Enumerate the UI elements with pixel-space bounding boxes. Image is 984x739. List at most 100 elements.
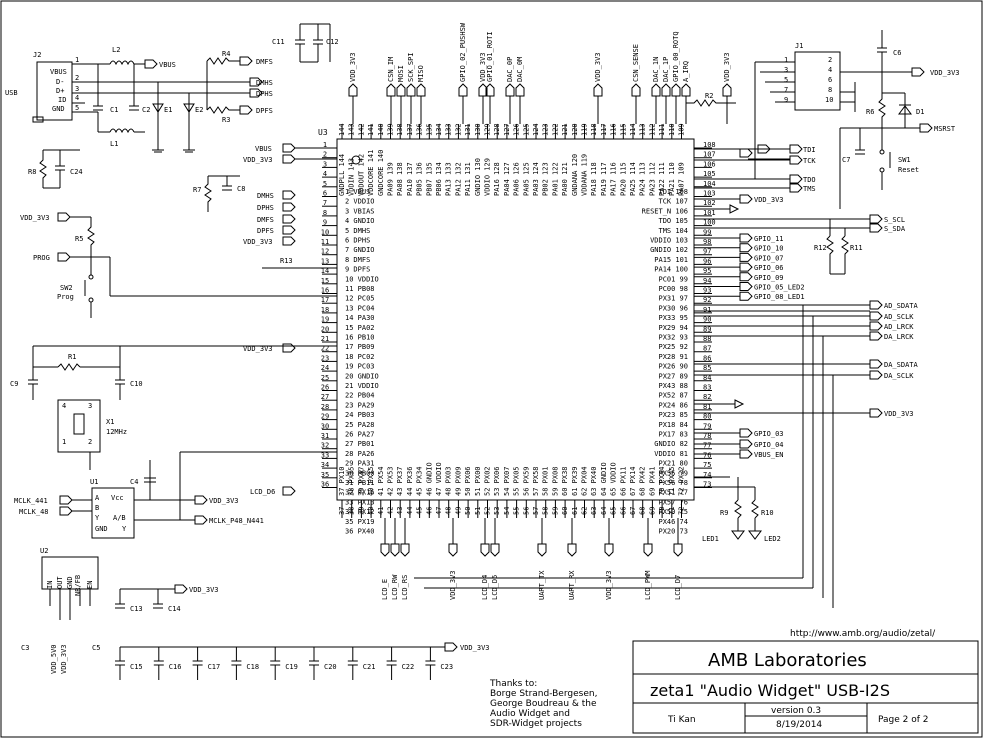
- svg-text:J1: J1: [795, 42, 803, 50]
- pin-name: 57 PX58: [532, 466, 540, 496]
- cap-label: C20: [324, 663, 337, 671]
- svg-text:C1: C1: [110, 106, 118, 114]
- svg-text:LCD_D6: LCD_D6: [250, 488, 275, 496]
- pin-number: 52: [484, 507, 492, 515]
- pin-number: 4: [323, 170, 327, 178]
- svg-text:Prog: Prog: [57, 293, 74, 301]
- svg-text:MCLK_48: MCLK_48: [19, 508, 49, 516]
- pin-number: 84: [703, 374, 711, 382]
- signal-label: VDD_3V3: [479, 52, 487, 82]
- pin-name: 49 PX09: [454, 466, 462, 496]
- pin-name: 17 PB09: [345, 343, 375, 351]
- svg-text:2: 2: [828, 56, 832, 64]
- gpio-label: GPIO_05_LED2: [754, 284, 805, 292]
- pin-name: 45 PX34: [416, 466, 424, 496]
- pin-number: 55: [513, 507, 521, 515]
- pin-name: PA05 125: [522, 162, 530, 196]
- date: 8/19/2014: [776, 720, 822, 730]
- pin-number: 45: [416, 507, 424, 515]
- pin-name: VDDIO 81: [654, 450, 688, 458]
- pin-number: 120: [571, 123, 579, 136]
- svg-text:U2: U2: [40, 547, 48, 555]
- pin-name: PX27 89: [658, 372, 688, 380]
- pin-name: PX30 96: [658, 304, 688, 312]
- pin-name: PX46 74: [658, 518, 688, 526]
- svg-text:C5: C5: [92, 644, 100, 652]
- svg-text:PROG: PROG: [33, 254, 50, 262]
- pin-number: 21: [321, 335, 329, 343]
- svg-text:B: B: [95, 504, 99, 512]
- svg-text:A: A: [95, 494, 100, 502]
- pin-number: 85: [703, 364, 711, 372]
- pin-number: 122: [551, 123, 559, 136]
- svg-text:C2: C2: [142, 106, 150, 114]
- pin-number: 142: [357, 123, 365, 136]
- pin-number: 117: [600, 123, 608, 136]
- usb-resistors: R4 DMFS DMHS DPHS R3 DPFS: [206, 50, 273, 124]
- pin-number: 105: [703, 170, 716, 178]
- company-name: AMB Laboratories: [708, 650, 867, 671]
- pin-number: 66: [619, 507, 627, 515]
- pin-name: PA09 139: [387, 162, 395, 196]
- pin-number: 54: [503, 507, 511, 515]
- cap-label: C15: [130, 663, 143, 671]
- pin-number: 103: [703, 190, 716, 198]
- pin-name: 68 PX42: [639, 466, 647, 496]
- pin-number: 69: [648, 507, 656, 515]
- pin-name: 19 PC03: [345, 363, 375, 371]
- title-block: AMB Laboratories zeta1 "Audio Widget" US…: [632, 640, 979, 734]
- signal-label: VDD_3V3: [723, 52, 731, 82]
- svg-text:OUT: OUT: [56, 576, 64, 589]
- pin-name: 3 VBIAS: [345, 207, 375, 215]
- pin-name: 18 PC02: [345, 353, 375, 361]
- pin-number: 30: [321, 422, 329, 430]
- pin-name: GNDIO 130: [474, 158, 482, 196]
- pin-name: PA17 116: [610, 162, 618, 196]
- svg-text:9: 9: [784, 96, 788, 104]
- svg-text:J2: J2: [33, 51, 41, 59]
- pin-number: 36: [321, 481, 329, 489]
- signal-label: MOSI: [397, 65, 405, 82]
- cap-label: C22: [402, 663, 415, 671]
- pin-name: 6 DPHS: [345, 237, 370, 245]
- svg-text:LED1: LED1: [702, 535, 719, 543]
- svg-text:C14: C14: [168, 605, 181, 613]
- pin-name: PX28 91: [658, 353, 688, 361]
- pin-number: 57: [532, 507, 540, 515]
- pin-name: 8 DMFS: [345, 256, 370, 264]
- pin-number: 79: [703, 422, 711, 430]
- pin-name: PA25 114: [629, 162, 637, 196]
- pin-name: 13 PC04: [345, 304, 375, 312]
- svg-text:SW1: SW1: [898, 156, 911, 164]
- pin-number: 135: [425, 123, 433, 136]
- svg-text:GND: GND: [52, 105, 65, 113]
- right-nets: J1 135 79 246 810 TDI TCK TDO TMS VDD_3V…: [414, 30, 960, 608]
- svg-text:2: 2: [75, 74, 79, 82]
- svg-text:C8: C8: [237, 185, 245, 193]
- pin-number: 97: [703, 248, 711, 256]
- pin-name: 43 PX37: [396, 466, 404, 496]
- signal-label: CSN_IM: [387, 57, 395, 82]
- svg-text:Vcc: Vcc: [111, 494, 124, 502]
- signal-label: DAC_0P: [506, 57, 514, 82]
- pin-name: PX33 95: [658, 314, 688, 322]
- svg-text:L2: L2: [112, 46, 120, 54]
- pin-number: 143: [348, 123, 356, 136]
- pin-name: 22 PB04: [345, 392, 375, 400]
- svg-text:TMS: TMS: [803, 185, 816, 193]
- pin-name: PB06 134: [435, 162, 443, 196]
- pin-name: PA00 121: [561, 162, 569, 196]
- pin-name: PX57 76: [658, 498, 688, 506]
- pin-name: 1 VBUS: [345, 188, 370, 196]
- pin-number: 129: [484, 123, 492, 136]
- signal-label: LCD_E: [381, 579, 389, 600]
- pin-name: PA23 112: [648, 162, 656, 196]
- pin-name: 69 PX41: [648, 466, 656, 496]
- pin-number: 90: [703, 316, 711, 324]
- pin-number: 44: [406, 507, 414, 515]
- svg-text:VDD_3V3: VDD_3V3: [189, 586, 219, 594]
- pin-number: 7: [323, 199, 327, 207]
